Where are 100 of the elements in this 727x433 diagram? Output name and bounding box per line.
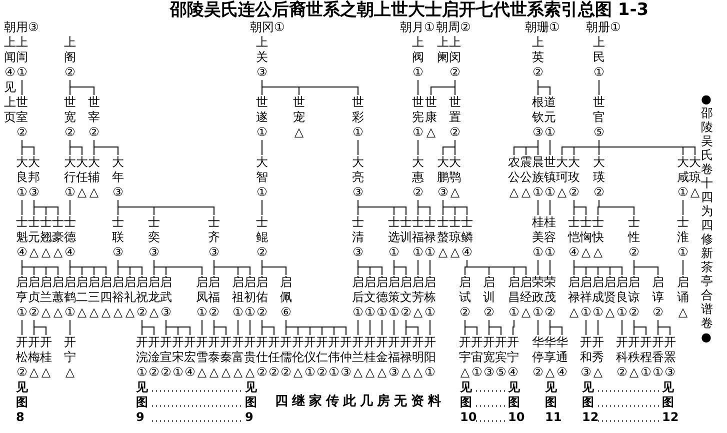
person-column: 启福 ② — [208, 275, 220, 320]
person-column: 上阁 ② — [64, 35, 76, 80]
person-column: 开桂 △ — [364, 335, 376, 380]
person-column: 士翘 △ — [40, 215, 52, 260]
person-column: 开伦 △ — [292, 335, 304, 380]
person-column: 开宁 ④ — [507, 335, 519, 380]
person-column: 士齐 ③ — [208, 215, 220, 260]
connector-line — [598, 80, 600, 96]
person-column: 开仕 ② — [256, 335, 268, 380]
person-column: 开宋 ① — [172, 335, 184, 380]
connector-line — [214, 260, 250, 276]
person-column: 上阑 — [437, 35, 449, 65]
person-column: 启凤 ① — [196, 275, 208, 320]
person-column: 启禄 △ — [568, 275, 580, 320]
person-column: 开秩 △ — [628, 335, 640, 380]
connector-line — [488, 320, 502, 336]
person-column: 大瑛 ② — [593, 155, 605, 200]
person-column: 士清 ③ — [352, 215, 364, 260]
person-column: 启训 ② — [483, 275, 495, 320]
person-column: 世宽 ② — [64, 95, 76, 140]
person-column: 启试 ② — [459, 275, 471, 320]
person-column: 世镇 ① — [544, 155, 556, 200]
person-column: 启栋 ① — [424, 275, 436, 320]
person-column: 启谆 ② — [652, 275, 664, 320]
person-column: 开科 ② — [616, 335, 628, 380]
person-column: 开阳 ① — [424, 335, 436, 380]
person-column: 开泰 △ — [208, 335, 220, 380]
person-column: 开和 ③ — [580, 335, 592, 380]
ancestor-label: 朝珊① — [525, 20, 560, 35]
connector-line — [262, 320, 274, 336]
connector-line — [70, 80, 94, 96]
person-column: 启祝 ② — [136, 275, 148, 320]
person-column: 启初 ① — [244, 275, 256, 320]
ancestor-label: 朝月 ① — [400, 20, 435, 35]
person-column: 启文 ① — [364, 275, 376, 320]
ancestor-label: 朝周② — [436, 20, 471, 35]
connector-line — [358, 260, 382, 276]
person-column: 启佑 ② — [256, 275, 268, 320]
person-column: 开宙 ① — [471, 335, 483, 380]
person-column: 大任 △ — [76, 155, 88, 200]
person-column: 大智 ① — [256, 155, 268, 200]
person-column: 开香 ① — [652, 335, 664, 380]
connector-line — [118, 200, 214, 216]
person-column: 开秀 △ — [592, 335, 604, 380]
person-column: 开兰 △ — [352, 335, 364, 380]
person-column: 士琼 △ — [449, 215, 461, 260]
person-column: 开仁 ② — [316, 335, 328, 380]
person-column: 开福 ③ — [388, 335, 400, 380]
person-column: 开松 ② — [16, 335, 28, 380]
ancestor-label: 朝册① — [586, 20, 621, 35]
connector-line — [94, 140, 118, 156]
person-column: 开儒 ② — [280, 335, 292, 380]
person-column: 启芳 △ — [412, 275, 424, 320]
person-column: 上闵 ② — [449, 35, 461, 80]
volume-note: ●邵陵吴氏卷十四为四修新茶亭合谱卷● — [701, 92, 713, 344]
person-column: 世宪 ① — [412, 95, 424, 140]
person-column: 开富 △ — [232, 335, 244, 380]
person-column: 启裕 △ — [112, 275, 124, 320]
connector-line — [454, 80, 456, 96]
person-column: 开桂 △ — [40, 335, 52, 380]
person-column: 启兰 △ — [40, 275, 52, 320]
person-column: 大琼 △ — [689, 155, 701, 200]
person-column: 士奕 ③ — [148, 215, 160, 260]
connector-line — [214, 320, 226, 336]
connector-line — [598, 200, 634, 216]
person-column: 开浣 ① — [136, 335, 148, 380]
person-column: 启后 ① — [352, 275, 364, 320]
person-column: 启贞 ② — [28, 275, 40, 320]
connector-line — [464, 320, 478, 336]
person-column: 上英 ② — [532, 35, 544, 80]
ancestor-label: 朝用③ — [4, 20, 39, 35]
connector-line — [22, 260, 58, 276]
person-column: 启祥 ① — [580, 275, 592, 320]
person-column: 启四 △ — [100, 275, 112, 320]
connector-line — [475, 390, 508, 422]
person-column: 根钦 ③ — [532, 95, 544, 140]
person-column: 荣茂 ② — [544, 275, 556, 320]
person-column: 士禄 ① — [424, 215, 436, 260]
person-column: 大玫 ② — [568, 155, 580, 200]
connector-line — [658, 320, 670, 336]
person-column: 士训 — [400, 215, 412, 245]
person-column: 士福 ① — [412, 215, 424, 260]
person-column: 启成 ① — [592, 275, 604, 320]
figure-reference: 见图11 — [545, 380, 562, 425]
figure-reference: 见图12 — [582, 380, 599, 425]
person-column: 大亮 ③ — [352, 155, 364, 200]
person-column: 启武 ③ — [160, 275, 172, 320]
person-column: 华停 ② — [532, 335, 544, 380]
person-column: 华享 △ — [544, 335, 556, 380]
person-column: 上民 ① — [593, 35, 605, 80]
person-column: 启策 ① — [388, 275, 400, 320]
person-column: 大鹏 ③ — [437, 155, 449, 200]
person-column: 开仲 ③ — [340, 335, 352, 380]
person-column: 大惠 ② — [412, 155, 424, 200]
person-column: 开淦 ② — [148, 335, 160, 380]
person-column: 启贤 △ — [604, 275, 616, 320]
figure-reference: 见图9 — [136, 380, 148, 425]
person-column: 大邦 ③ — [28, 155, 40, 200]
connector-line — [442, 200, 468, 216]
person-column: 开程 ① — [640, 335, 652, 380]
